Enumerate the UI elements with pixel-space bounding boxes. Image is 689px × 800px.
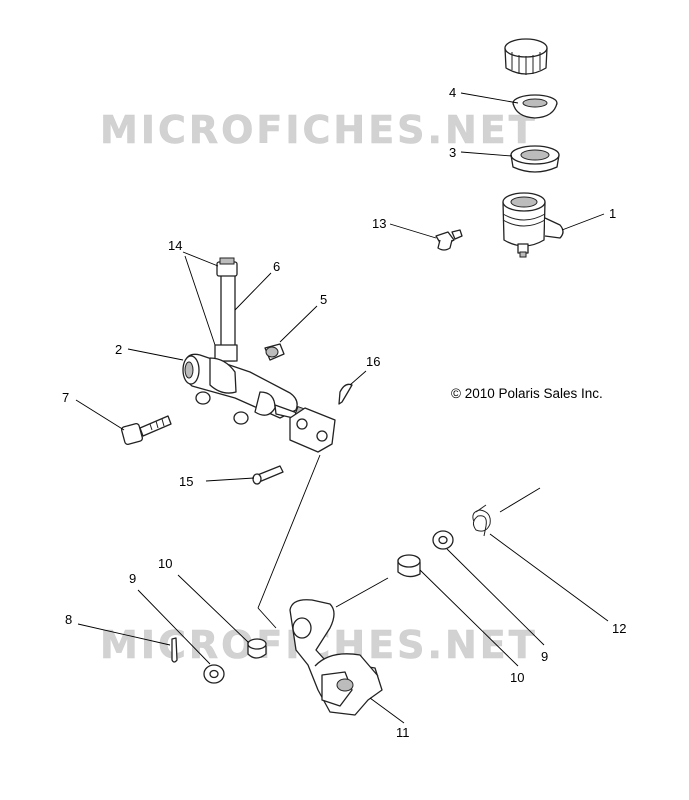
callout-16: 16: [366, 354, 380, 369]
reservoir-body: [502, 192, 564, 258]
brake-pedal: [289, 599, 383, 716]
callout-13: 13: [372, 216, 386, 231]
return-spring: [472, 504, 491, 537]
callout-9b: 9: [541, 649, 548, 664]
callout-6: 6: [273, 259, 280, 274]
callout-5: 5: [320, 292, 327, 307]
diaphragm-seal: [510, 145, 560, 173]
clevis: [289, 407, 336, 453]
callout-10a: 10: [158, 556, 172, 571]
bushing-left: [247, 638, 267, 659]
callout-12: 12: [612, 621, 626, 636]
washer-right: [432, 530, 454, 550]
callout-7: 7: [62, 390, 69, 405]
bushing-right: [397, 554, 421, 578]
master-cylinder: [182, 353, 309, 425]
reservoir-cap: [504, 38, 548, 75]
diaphragm-plate: [512, 94, 558, 119]
watermark-top: MICROFICHES.NET: [100, 108, 538, 152]
leader-lines: [75, 92, 609, 724]
cotter-pin-upper: [338, 383, 353, 405]
callout-11: 11: [396, 725, 410, 740]
callout-3: 3: [449, 145, 456, 160]
callout-8: 8: [65, 612, 72, 627]
washer-left: [203, 664, 225, 684]
callout-1: 1: [609, 206, 616, 221]
mounting-bolt: [121, 415, 172, 445]
pushrod-boot: [214, 257, 238, 362]
grommet: [264, 343, 285, 361]
callout-4: 4: [449, 85, 456, 100]
callout-15: 15: [179, 474, 193, 489]
copyright-text: © 2010 Polaris Sales Inc.: [451, 386, 603, 401]
callout-10b: 10: [510, 670, 524, 685]
callout-2: 2: [115, 342, 122, 357]
cotter-pin-lower: [171, 637, 178, 663]
clevis-pin: [252, 465, 284, 485]
callout-14: 14: [168, 238, 182, 253]
callout-9a: 9: [129, 571, 136, 586]
banjo-bolt: [435, 229, 463, 251]
